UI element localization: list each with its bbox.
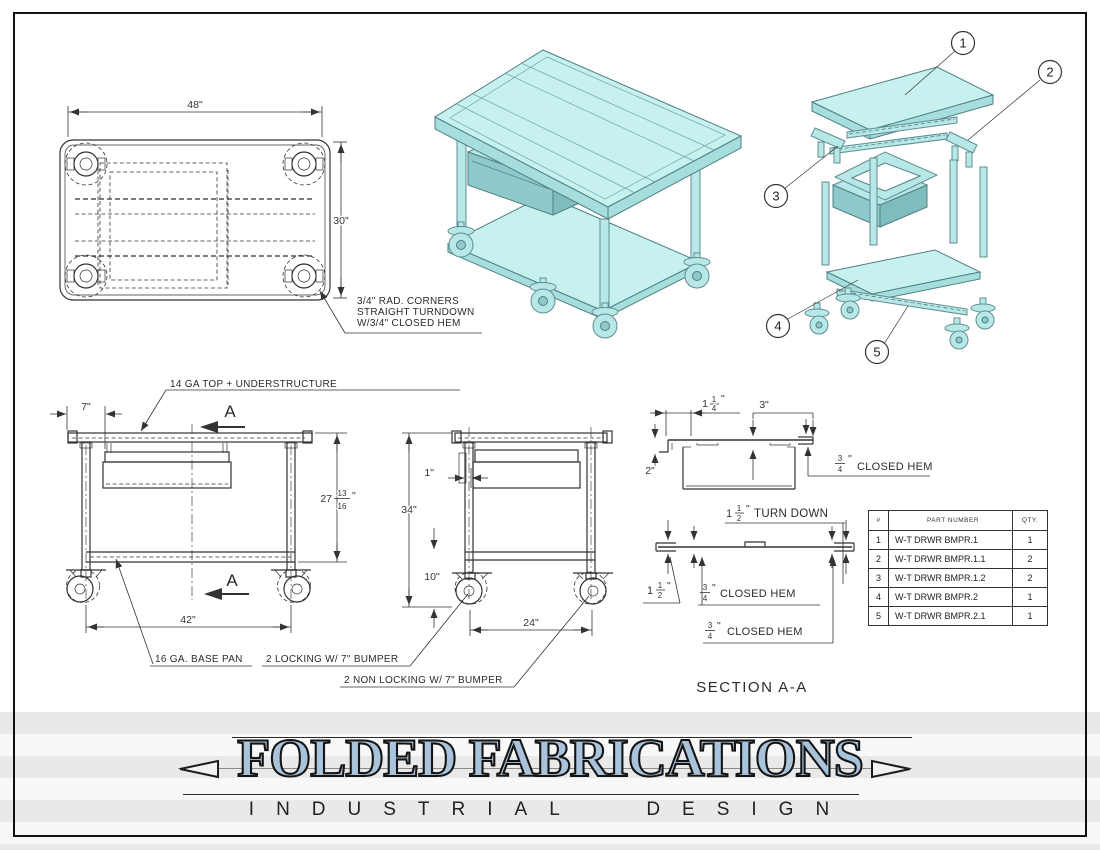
balloon-1 (950, 30, 976, 56)
svg-text:3: 3 (838, 454, 843, 463)
svg-text:": " (667, 580, 671, 592)
table-row: 3 W-T DRWR BMPR.1.2 2 (868, 568, 1048, 588)
svg-text:": " (712, 582, 716, 594)
front-casters (66, 569, 311, 603)
svg-text:": " (352, 490, 356, 502)
closed-hem-note-1: CLOSED HEM (720, 588, 796, 600)
dim-7: 7" (81, 401, 91, 413)
svg-text:": " (746, 503, 750, 515)
svg-text:2: 2 (737, 514, 742, 523)
svg-text:4: 4 (708, 632, 713, 641)
svg-text:": " (717, 620, 721, 632)
logo-left-arrow-icon (178, 759, 220, 784)
locking-caster-note: 2 LOCKING W/ 7" BUMPER (266, 654, 398, 665)
section-marker-a-bottom: A (226, 571, 238, 590)
svg-text:4: 4 (703, 594, 708, 603)
footer-banner (0, 712, 1100, 850)
dim-1-1-4: 1 (702, 398, 708, 410)
svg-text:1: 1 (737, 504, 742, 513)
dim-1: 1" (424, 467, 434, 479)
exploded-view: 1 2 3 4 5 (763, 30, 1063, 365)
balloon-3 (763, 183, 789, 209)
closed-hem-note-top: CLOSED HEM (857, 461, 933, 473)
svg-text:1: 1 (959, 36, 966, 51)
detail-top-panel: 1 1 4 " 3" 2" 3 4 " CLOSED HEM (644, 392, 933, 490)
logo-right-arrow-icon (870, 759, 912, 784)
svg-text:13: 13 (338, 489, 347, 498)
balloon-4 (765, 313, 791, 339)
svg-text:": " (721, 393, 725, 405)
brand-logo: FOLDED FABRICATIONS (236, 727, 865, 789)
corner-note-line1: 3/4" RAD. CORNERS (357, 296, 459, 307)
table-row: 2 W-T DRWR BMPR.1.1 2 (868, 549, 1048, 569)
iso-casters (447, 221, 711, 339)
table-row: 1 W-T DRWR BMPR.1 1 (868, 530, 1048, 550)
turndown-dim: 1 (726, 508, 732, 520)
dim-48: 48" (187, 99, 203, 111)
base-pan-note: 16 GA. BASE PAN (155, 654, 243, 665)
isometric-view (433, 49, 743, 339)
col-num: # (868, 510, 889, 531)
side-casters (452, 571, 613, 605)
svg-text:1: 1 (658, 581, 663, 590)
dim-10: 10" (424, 571, 440, 583)
exploded-casters (804, 287, 996, 350)
structure-note: 14 GA TOP + UNDERSTRUCTURE (170, 379, 337, 390)
dim-3: 3" (759, 399, 769, 411)
svg-text:": " (848, 453, 852, 465)
logo-centerline (178, 768, 912, 769)
svg-text:3: 3 (703, 583, 708, 592)
dim-1-1-2: 1 (647, 585, 653, 597)
balloon-5 (864, 339, 890, 365)
svg-text:2: 2 (1046, 65, 1053, 80)
dim-30: 30" (333, 215, 349, 227)
nonlocking-caster-note: 2 NON LOCKING W/ 7" BUMPER (344, 675, 503, 686)
parts-table-header: # PART NUMBER QTY. (868, 510, 1048, 531)
dim-42: 42" (180, 614, 196, 626)
balloon-2 (1037, 59, 1063, 85)
svg-text:3: 3 (708, 621, 713, 630)
front-elevation-view: 14 GA TOP + UNDERSTRUCTURE 7" A A 27 13 (50, 379, 590, 688)
col-part: PART NUMBER (888, 510, 1013, 531)
turndown-note: TURN DOWN (754, 508, 828, 520)
brand-tagline: INDUSTRIAL DESIGN (248, 799, 852, 820)
table-row: 5 W-T DRWR BMPR.2.1 1 (868, 606, 1048, 626)
dim-height-whole: 27 (320, 493, 332, 505)
logo-rule-top (232, 737, 912, 738)
detail-base-pan: 1 1 2 " TURN DOWN 1 1 2 " 3 4 " CLOSED H… (643, 502, 855, 644)
top-view: 48" 30" 3/4" RAD. CORNERS STRAIGHT TURND… (59, 98, 482, 334)
svg-text:4: 4 (774, 319, 781, 334)
svg-text:16: 16 (338, 502, 347, 511)
section-marker-a-top: A (224, 402, 236, 421)
svg-text:2: 2 (658, 591, 663, 600)
section-title: SECTION A-A (696, 679, 808, 696)
corner-note-line2: STRAIGHT TURNDOWN (357, 307, 475, 318)
svg-text:4: 4 (838, 465, 843, 474)
svg-text:1: 1 (712, 395, 717, 404)
side-elevation-view: 1" 34" 10" 24" (400, 427, 613, 636)
dim-24: 24" (523, 617, 539, 629)
svg-text:4: 4 (712, 404, 717, 413)
table-row: 4 W-T DRWR BMPR.2 1 (868, 587, 1048, 607)
corner-note-line3: W/3/4" CLOSED HEM (357, 318, 461, 329)
svg-text:5: 5 (873, 345, 880, 360)
dim-2: 2" (645, 465, 655, 477)
dim-34: 34" (401, 504, 417, 516)
closed-hem-note-2: CLOSED HEM (727, 626, 803, 638)
col-qty: QTY. (1012, 510, 1048, 531)
svg-text:3: 3 (772, 189, 779, 204)
parts-table: # PART NUMBER QTY. 1 W-T DRWR BMPR.1 1 2… (868, 510, 1048, 626)
top-view-casters (64, 142, 326, 298)
logo-rule-bottom (183, 794, 859, 795)
